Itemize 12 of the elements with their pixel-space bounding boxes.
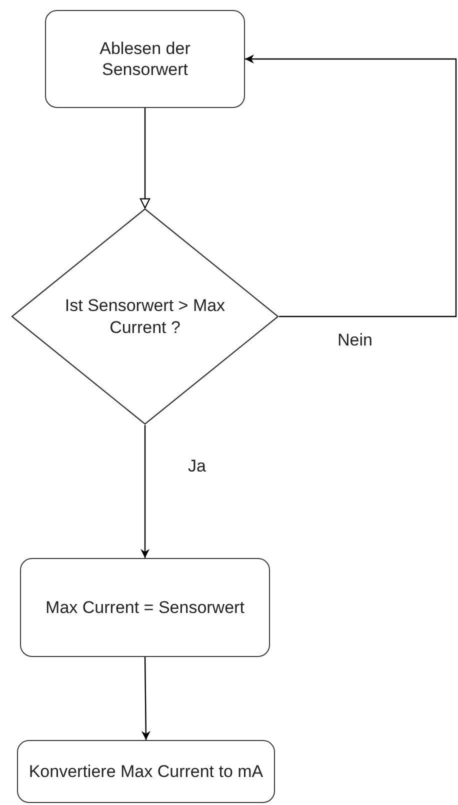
arrow bbox=[140, 108, 150, 209]
process-box bbox=[17, 740, 275, 803]
decision-diamond bbox=[11, 208, 279, 425]
node-text: Konvertiere Max Current to mA bbox=[28, 760, 264, 782]
arrow bbox=[141, 657, 150, 740]
node-text: Ist Sensorwert > Max Current ? bbox=[64, 295, 226, 338]
node-text: Ablesen der Sensorwert bbox=[98, 38, 192, 80]
process-box bbox=[45, 10, 245, 108]
arrow bbox=[140, 425, 150, 558]
process-box bbox=[20, 558, 270, 657]
arrow bbox=[245, 54, 457, 318]
node-text: Max Current = Sensorwert bbox=[46, 596, 244, 618]
